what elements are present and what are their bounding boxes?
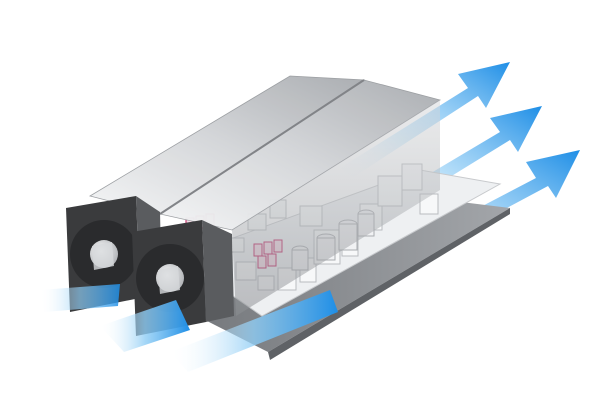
front-fans	[66, 196, 234, 336]
arrow-right-icon	[170, 290, 338, 372]
housing-side	[232, 100, 440, 316]
housing	[88, 75, 441, 316]
fan-icon	[132, 220, 234, 336]
inlet-airflow-arrows	[40, 284, 338, 372]
arrow-right-icon	[40, 284, 120, 312]
arrow-right-icon	[100, 300, 190, 352]
